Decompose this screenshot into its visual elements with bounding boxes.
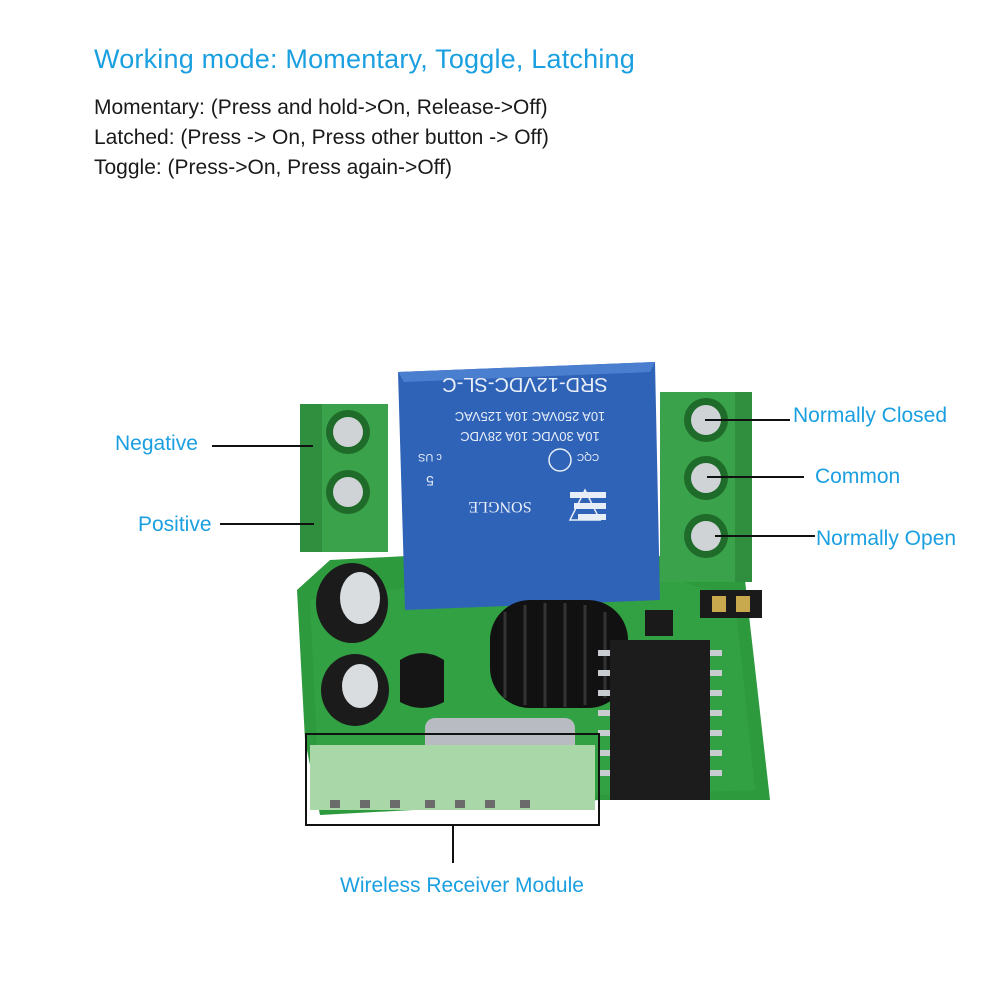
relay-brand: SONGLE <box>468 498 531 515</box>
page-title: Working mode: Momentary, Toggle, Latchin… <box>94 44 635 74</box>
mode-toggle: Toggle: (Press->On, Press again->Off) <box>94 156 452 179</box>
relay-ul: c US <box>418 451 442 463</box>
left-terminal-block <box>300 404 388 552</box>
jumper <box>645 590 762 636</box>
mode-momentary: Momentary: (Press and hold->On, Release-… <box>94 96 548 119</box>
label-common: Common <box>815 465 901 488</box>
label-positive: Positive <box>138 513 212 536</box>
relay-model-label: SRD-12VDC-SL-C <box>442 373 608 395</box>
label-normally-open: Normally Open <box>816 527 957 550</box>
relay-rating-2: 10A 30VDC 10A 28VDC <box>460 429 599 444</box>
label-receiver-module: Wireless Receiver Module <box>340 874 584 897</box>
transistor <box>400 653 444 708</box>
capacitors <box>316 563 389 726</box>
relay-num: 5 <box>426 473 434 489</box>
mode-latched: Latched: (Press -> On, Press other butto… <box>94 126 549 149</box>
label-negative: Negative <box>115 432 198 455</box>
right-terminal-block <box>660 392 752 582</box>
receiver-module <box>305 733 600 826</box>
relay-rating-1: 10A 250VAC 10A 125VAC <box>455 409 606 424</box>
ic-chip <box>598 640 722 800</box>
label-normally-closed: Normally Closed <box>793 404 948 427</box>
receiver-highlight-box <box>305 733 600 826</box>
relay-cert: CQC <box>577 451 599 462</box>
callout-lines <box>212 419 815 863</box>
relay: SRD-12VDC-SL-C 10A 250VAC 10A 125VAC 10A… <box>398 362 660 610</box>
